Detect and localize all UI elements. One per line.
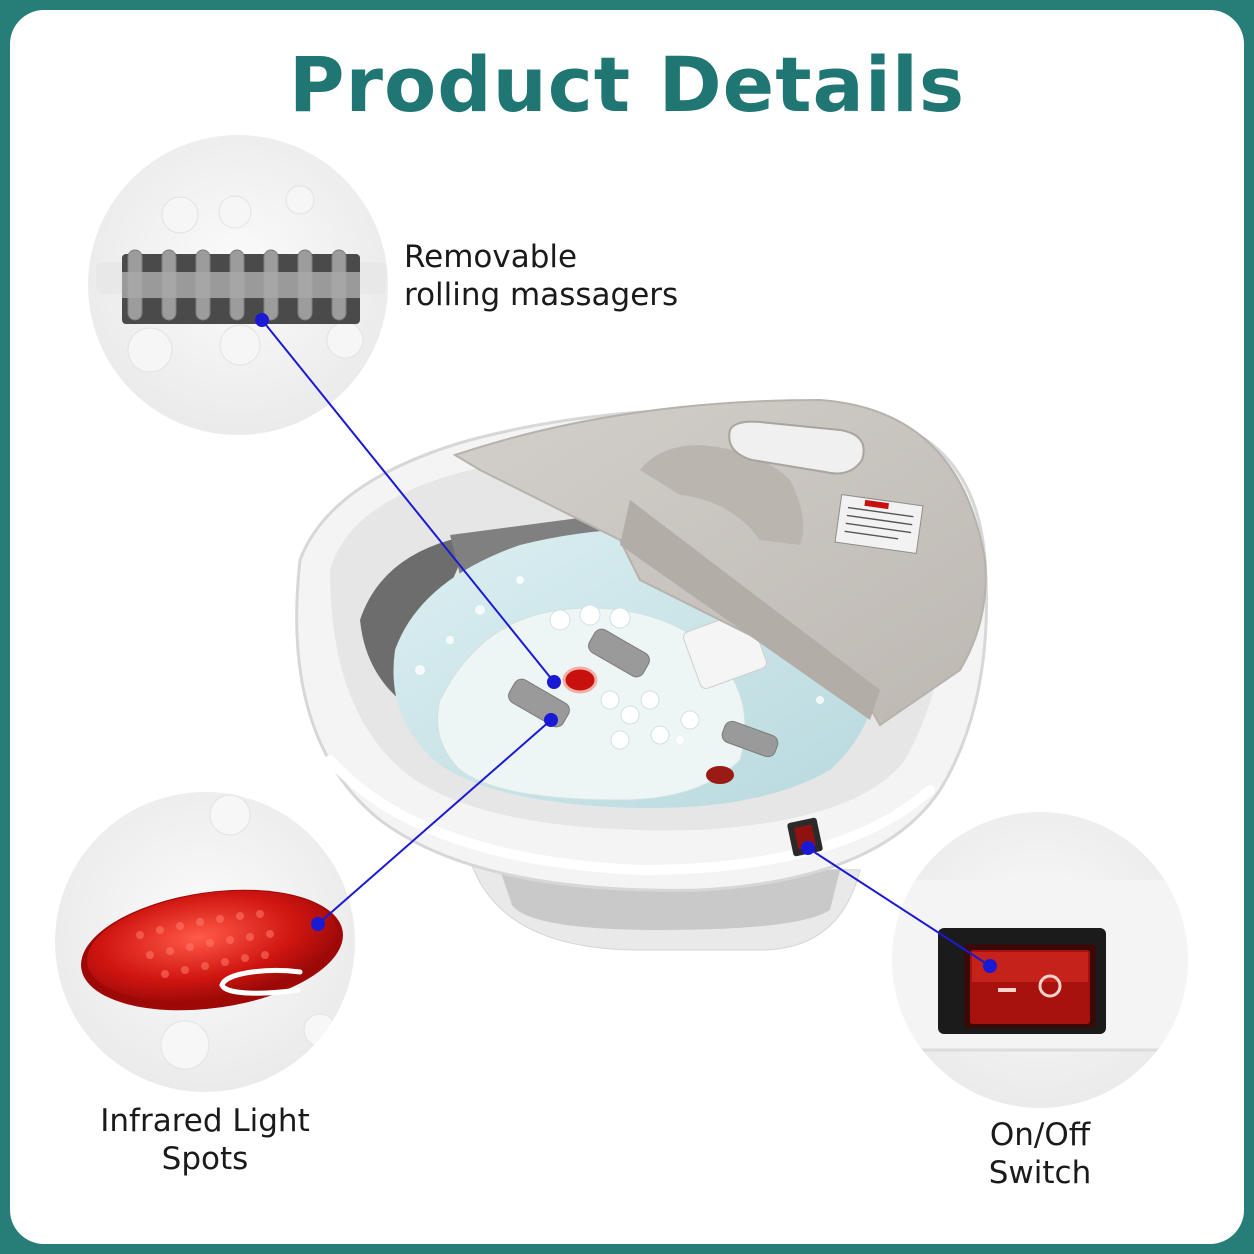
switch-label-line2: Switch: [988, 1155, 1092, 1191]
infrared-detail-circle: [55, 792, 355, 1092]
roller-label-line1: Removable: [404, 239, 578, 275]
roller-pointer-dot: [255, 313, 269, 327]
pointer-lines: [255, 313, 997, 973]
switch-feature-label: On/Off Switch: [940, 1116, 1140, 1192]
roller-detail-circle: [88, 135, 388, 435]
infrared-feature-label: Infrared Light Spots: [60, 1102, 350, 1178]
roller-label-line2: rolling massagers: [404, 277, 679, 313]
roller-feature-label: Removable rolling massagers: [404, 238, 678, 314]
switch-target-dot: [801, 841, 815, 855]
switch-detail-circle: [892, 812, 1188, 1108]
infrared-label-line2: Spots: [161, 1141, 249, 1177]
page-title: Product Details: [288, 40, 966, 129]
switch-pointer-line: [807, 847, 991, 967]
roller-target-dot: [547, 675, 561, 689]
infrared-label-line1: Infrared Light: [100, 1103, 310, 1139]
roller-pointer-line: [261, 319, 555, 683]
switch-pointer-dot: [983, 959, 997, 973]
infrared-pointer-dot: [311, 917, 325, 931]
infrared-pointer-line: [317, 719, 552, 925]
foot-spa-basin: [295, 398, 988, 951]
infrared-target-dot: [544, 713, 558, 727]
switch-label-line1: On/Off: [989, 1117, 1091, 1153]
